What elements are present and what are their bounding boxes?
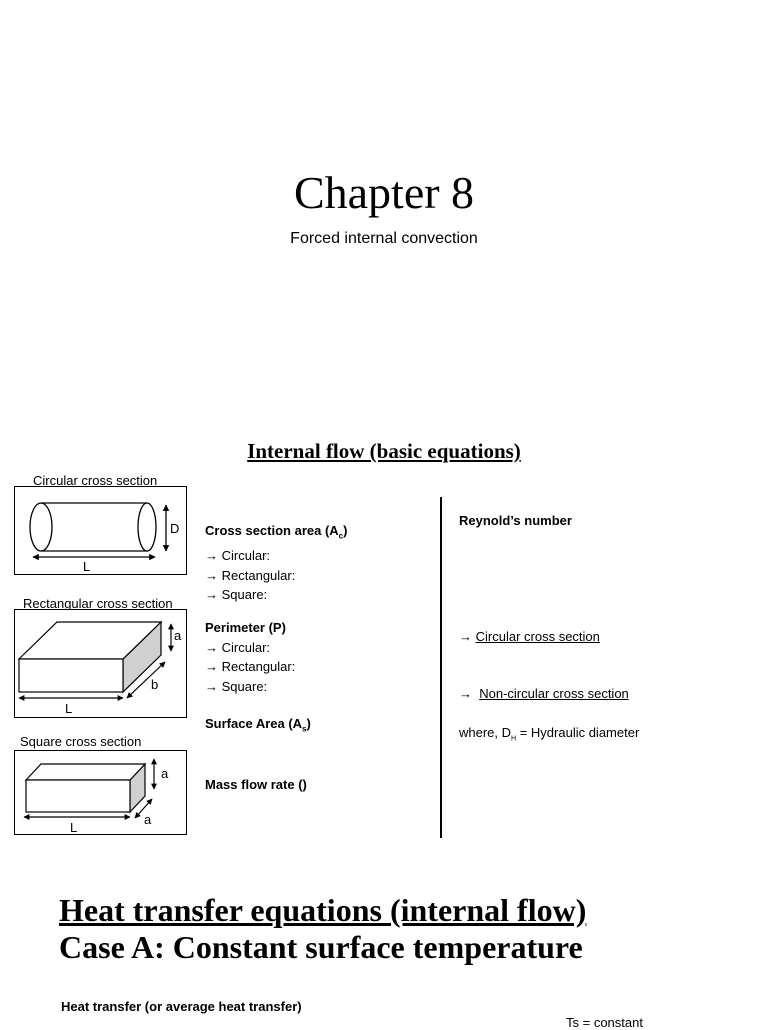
rectangular-prism-diagram: a b L xyxy=(17,620,182,716)
perimeter-block: Perimeter (P) → Circular: → Rectangular:… xyxy=(205,618,295,696)
dim-D: D xyxy=(170,521,179,536)
chapter-subtitle: Forced internal convection xyxy=(290,230,478,247)
circular-figure-caption: Circular cross section xyxy=(33,473,158,488)
column-divider xyxy=(440,497,442,838)
reynolds-noncircular: → Non-circular cross section xyxy=(459,686,629,701)
cylinder-diagram: D L xyxy=(29,502,179,574)
heat-transfer-subheading: Heat transfer (or average heat transfer) xyxy=(61,999,302,1014)
case-a-title: Case A: Constant surface temperature xyxy=(59,929,583,965)
list-item: → Square: xyxy=(205,678,268,694)
basic-equations-heading: Internal flow (basic equations) xyxy=(247,439,521,463)
list-item: → Circular: xyxy=(205,548,271,564)
cross-section-area-label: Cross section area (Ac) xyxy=(205,523,348,541)
chapter-title: Chapter 8 xyxy=(293,167,475,218)
cross-section-area-block: Cross section area (Ac) → Circular: → Re… xyxy=(205,521,347,605)
dim-L: L xyxy=(65,701,72,716)
list-item: → Circular: xyxy=(205,639,271,655)
reynolds-label: Reynold’s number xyxy=(459,513,572,528)
perimeter-label: Perimeter (P) xyxy=(205,620,286,635)
square-figure: a a L xyxy=(14,750,187,835)
square-prism-diagram: a a L xyxy=(23,758,169,835)
dim-a: a xyxy=(174,628,182,643)
dim-L: L xyxy=(83,559,90,574)
mass-flow-rate-label: Mass flow rate () xyxy=(205,777,307,792)
square-figure-caption: Square cross section xyxy=(20,734,142,749)
surface-area-label: Surface Area (As) xyxy=(205,716,311,734)
list-item: → Square: xyxy=(205,587,268,603)
ts-constant-note: Ts = constant xyxy=(566,1015,643,1030)
list-item: → Rectangular: xyxy=(205,659,296,674)
reynolds-circular: → Circular cross section xyxy=(459,629,600,644)
circular-figure: D L xyxy=(14,486,187,575)
dim-a-depth: a xyxy=(144,812,152,827)
heat-transfer-title: Heat transfer equations (internal flow) xyxy=(59,892,587,928)
dim-a-height: a xyxy=(161,766,169,781)
rectangular-figure-caption: Rectangular cross section xyxy=(23,596,173,611)
hydraulic-diameter-note: where, DH = Hydraulic diameter xyxy=(459,725,640,743)
dim-L: L xyxy=(70,820,77,834)
list-item: → Rectangular: xyxy=(205,567,296,583)
rectangular-figure: a b L xyxy=(14,609,187,718)
heat-transfer-heading: Heat transfer equations (internal flow) … xyxy=(59,892,586,966)
dim-b: b xyxy=(151,677,158,692)
